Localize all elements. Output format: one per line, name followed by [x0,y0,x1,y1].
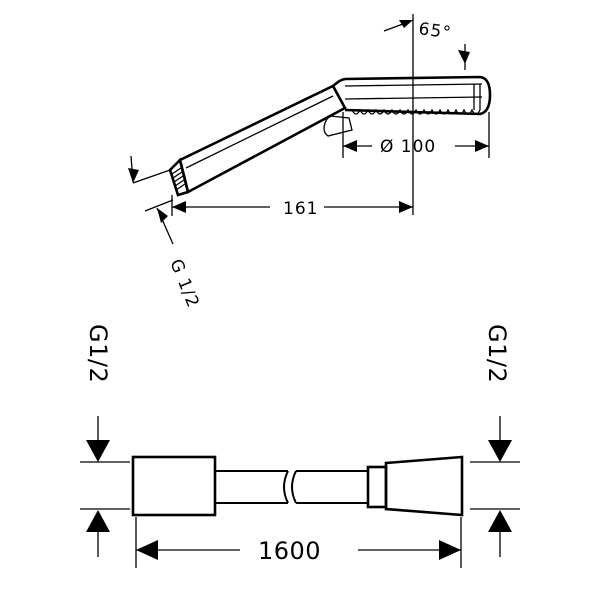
hand-shower [168,75,492,197]
hose-right-thread-dimension: G1/2 [470,324,520,557]
shower-thread-dimension: G 1/2 [128,155,203,311]
thread-connector [168,157,190,197]
hose-left-thread-label: G1/2 [84,324,112,383]
shower-hose [131,455,464,517]
hose-length-dimension: 1600 [135,517,462,568]
angle-dimension: 65° [383,14,470,215]
shower-thread-label: G 1/2 [165,256,203,311]
hose-left-fitting [131,455,217,517]
hose-left-thread-dimension: G1/2 [80,324,130,557]
handle-length-label: 161 [283,199,318,219]
shower-head [344,75,492,116]
angle-label: 65° [417,19,453,43]
diameter-label: Ø 100 [380,137,436,157]
hose-length-label: 1600 [258,537,321,565]
diameter-dimension: Ø 100 [342,112,490,158]
handle-length-dimension: 161 [171,195,413,219]
hose-right-thread-label: G1/2 [483,324,511,383]
hose-right-fitting [384,455,464,517]
